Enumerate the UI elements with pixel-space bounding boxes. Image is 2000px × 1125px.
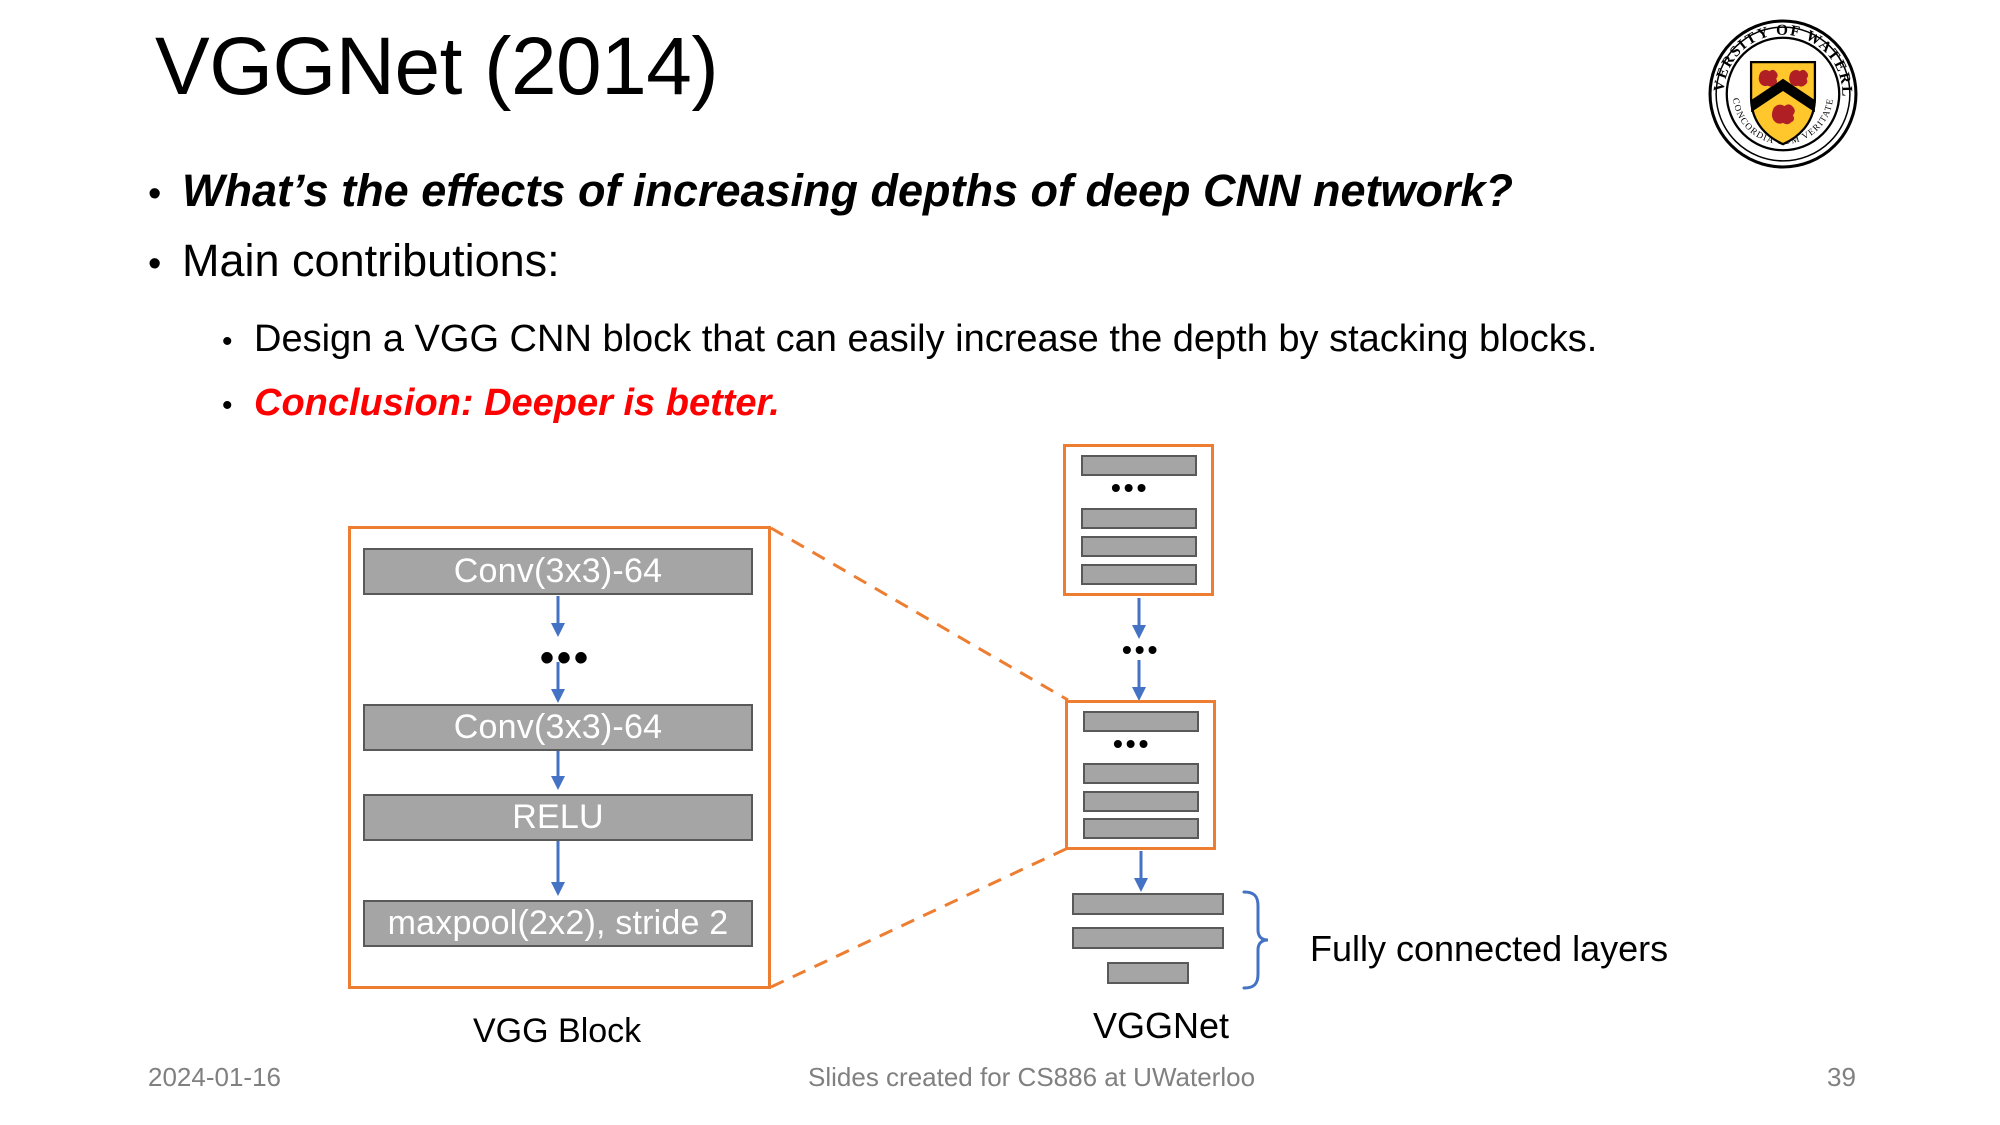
vgg-block-layer-conv2-label: Conv(3x3)-64: [453, 708, 663, 746]
vggnet-block-top-ellipsis: •••: [1111, 472, 1150, 503]
vggnet-block-bottom-bar-4: [1083, 818, 1199, 839]
bullet-marker: •: [148, 243, 162, 285]
arrow-conv2-to-relu: [551, 751, 565, 790]
vggnet-caption: VGGNet: [1093, 1005, 1230, 1046]
arrow-vggnet-to-fc: [1134, 851, 1148, 892]
footer-date: 2024-01-16: [148, 1062, 281, 1092]
footer-page-number: 39: [1827, 1062, 1856, 1092]
bullet-question-text: What’s the effects of increasing depths …: [182, 165, 1514, 216]
vggnet-block-bottom-ellipsis: •••: [1113, 728, 1152, 759]
bullet-conclusion: • Conclusion: Deeper is better.: [222, 382, 780, 426]
logo-shield: [1749, 60, 1817, 146]
logo-lion-top-left: [1758, 69, 1778, 87]
vgg-block-layer-relu: RELU: [363, 794, 753, 841]
vgg-block-caption: VGG Block: [473, 1012, 642, 1050]
bullet-design: • Design a VGG CNN block that can easily…: [222, 318, 1597, 362]
vggnet-block-top-bar-1: [1081, 455, 1197, 476]
bullet-contributions-text: Main contributions:: [182, 235, 560, 286]
vggnet-block-top-bar-2: [1081, 508, 1197, 529]
vggnet-ellipsis: •••: [1122, 634, 1161, 665]
arrow-relu-to-maxpool: [551, 841, 565, 896]
vggnet-block-bottom-frame: [1065, 700, 1216, 850]
vggnet-block-top-bar-3: [1081, 536, 1197, 557]
vgg-block-layer-maxpool-label: maxpool(2x2), stride 2: [387, 904, 729, 942]
vggnet-block-bottom-bar-1: [1083, 711, 1199, 732]
vggnet-fc-bar-1: [1072, 893, 1224, 915]
vgg-block-layer-conv1: Conv(3x3)-64: [363, 548, 753, 595]
vggnet-block-top-bar-4: [1081, 564, 1197, 585]
bullet-contributions: • Main contributions:: [148, 235, 560, 287]
vggnet-block-bottom-bar-3: [1083, 791, 1199, 812]
fc-annotation-label: Fully connected layers: [1310, 928, 1669, 969]
vgg-block-layer-conv1-label: Conv(3x3)-64: [453, 552, 663, 590]
vgg-block-layer-conv2: Conv(3x3)-64: [363, 704, 753, 751]
logo-lion-bottom: [1771, 104, 1795, 125]
bullet-question: • What’s the effects of increasing depth…: [148, 165, 1513, 217]
vgg-block-layer-maxpool: maxpool(2x2), stride 2: [363, 900, 753, 947]
bullet-marker: •: [222, 325, 233, 358]
vggnet-fc-bar-3: [1107, 962, 1189, 984]
vggnet-block-top-frame: [1063, 444, 1214, 596]
vgg-block-frame: [348, 526, 771, 989]
logo-lion-top-right: [1789, 69, 1809, 87]
bullet-marker: •: [148, 173, 162, 215]
bullet-design-text: Design a VGG CNN block that can easily i…: [254, 318, 1598, 360]
vgg-block-ellipsis: •••: [540, 636, 592, 680]
arrow-vggnet-top-to-ellipsis: [1132, 598, 1146, 639]
bullet-marker: •: [222, 389, 233, 422]
arrow-ellipsis-to-conv2: [551, 662, 565, 703]
footer-center-text: Slides created for CS886 at UWaterloo: [808, 1062, 1256, 1092]
university-of-waterloo-logo: UNIVERSITY OF WATERLOO CONCORDIA CUM VER…: [1707, 18, 1858, 169]
arrow-vggnet-ellipsis-to-bottom: [1132, 660, 1146, 701]
bullet-conclusion-text: Conclusion: Deeper is better.: [254, 382, 780, 424]
fc-brace: [1242, 890, 1269, 990]
vggnet-block-bottom-bar-2: [1083, 763, 1199, 784]
page-title: VGGNet (2014): [155, 21, 719, 112]
vgg-block-layer-relu-label: RELU: [512, 798, 604, 836]
vggnet-fc-bar-2: [1072, 927, 1224, 949]
arrow-conv1-to-ellipsis: [551, 596, 565, 637]
